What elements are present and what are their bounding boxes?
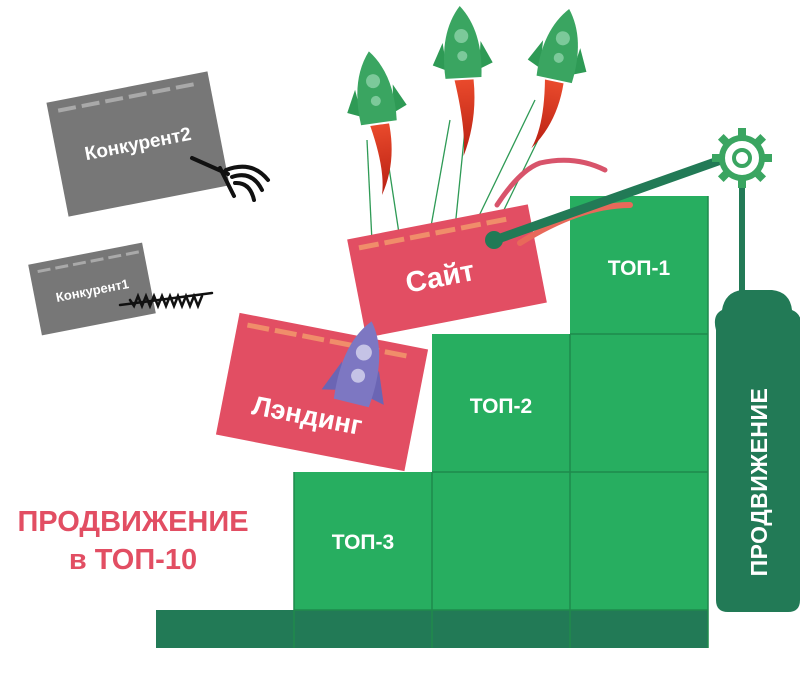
drill-bit-icon bbox=[118, 291, 214, 310]
promo-caption: ПРОДВИЖЕНИЕ в ТОП-10 bbox=[17, 506, 248, 576]
staircase: ТОП-3 ТОП-2 ТОП-1 bbox=[156, 196, 709, 648]
promo-line-2: в ТОП-10 bbox=[69, 544, 197, 576]
step-label-top-3: ТОП-3 bbox=[332, 531, 394, 554]
gear-icon bbox=[712, 128, 772, 188]
landing-card: Лэндинг bbox=[215, 312, 429, 472]
pitchfork-icon bbox=[190, 156, 270, 202]
rocket-icon bbox=[347, 51, 407, 196]
step-top-3 bbox=[294, 472, 432, 610]
rocket-icon bbox=[527, 8, 587, 149]
rocket-icon bbox=[321, 321, 384, 408]
competitor-1-card: Конкурент1 bbox=[28, 242, 156, 336]
step-label-top-1: ТОП-1 bbox=[608, 257, 671, 280]
step-label-top-2: ТОП-2 bbox=[470, 395, 532, 418]
promo-line-1: ПРОДВИЖЕНИЕ bbox=[17, 506, 248, 538]
site-card: Сайт bbox=[347, 204, 547, 338]
tool-handle-label: ПРОДВИЖЕНИЕ bbox=[746, 388, 772, 577]
competitor-2-card: Конкурент2 bbox=[46, 71, 230, 217]
rocket-icon bbox=[432, 6, 493, 157]
promotion-tool: ПРОДВИЖЕНИЕ bbox=[485, 150, 800, 612]
tool-handle bbox=[714, 290, 800, 612]
step-top-1 bbox=[570, 196, 708, 610]
